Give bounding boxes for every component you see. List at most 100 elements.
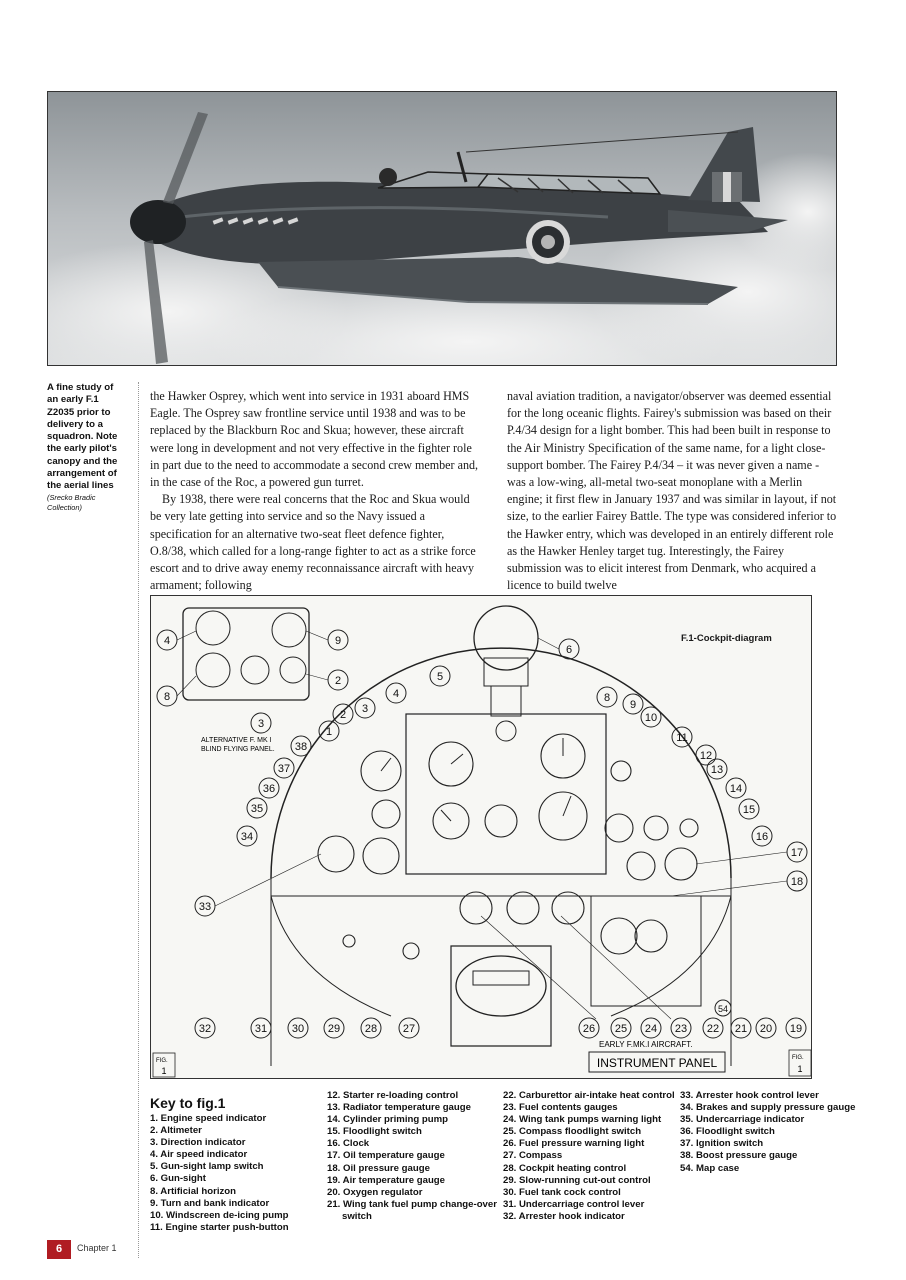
- alt-panel-note-2: BLIND FLYING PANEL.: [201, 746, 275, 753]
- article-paragraph: By 1938, there were real concerns that t…: [150, 492, 476, 593]
- key-item: 18. Oil pressure gauge: [327, 1162, 430, 1174]
- page-number: 6: [47, 1240, 71, 1259]
- alt-panel-note-1: ALTERNATIVE F. MK I: [201, 737, 272, 744]
- callout-label: 19: [790, 1023, 802, 1035]
- callout-label: 25: [615, 1023, 627, 1035]
- key-item: 15. Floodlight switch: [327, 1126, 422, 1138]
- key-item: 13. Radiator temperature gauge: [327, 1102, 471, 1114]
- callout-label: 38: [295, 741, 307, 753]
- callout-label: 26: [583, 1023, 595, 1035]
- article-column-2: naval aviation tradition, a navigator/ob…: [507, 388, 839, 594]
- key-item: 14. Cylinder priming pump: [327, 1114, 449, 1126]
- callout-label: 30: [292, 1023, 304, 1035]
- callout-label: 29: [328, 1023, 340, 1035]
- callout-label: 15: [743, 804, 755, 816]
- key-item: 10. Windscreen de-icing pump: [150, 1209, 289, 1221]
- callout-label: 14: [730, 783, 742, 795]
- callout-label: 3: [362, 703, 368, 715]
- key-item: 38. Boost pressure gauge: [680, 1150, 798, 1162]
- key-item: 1. Engine speed indicator: [150, 1113, 267, 1124]
- callout-label: 13: [711, 764, 723, 776]
- key-item: 5. Gun-sight lamp switch: [150, 1161, 264, 1173]
- callout-label: 10: [645, 712, 657, 724]
- callout-label: 20: [760, 1023, 772, 1035]
- callout-label: 18: [791, 876, 803, 888]
- callout-label: 36: [263, 783, 275, 795]
- key-item: 12. Starter re-loading control: [327, 1090, 459, 1101]
- fig-left-label: FIG.: [156, 1058, 168, 1064]
- callout-label: 8: [164, 691, 170, 703]
- cockpit-diagram: ALTERNATIVE F. MK I BLIND FLYING PANEL.: [150, 595, 812, 1079]
- callout-label: 35: [251, 803, 263, 815]
- key-item: 27. Compass: [503, 1150, 563, 1162]
- callout-label: 12: [700, 750, 712, 762]
- key-column-3: 22. Carburettor air-intake heat control …: [503, 1090, 675, 1223]
- callout-label: 23: [675, 1023, 687, 1035]
- article-paragraph: the Hawker Osprey, which went into servi…: [150, 389, 479, 490]
- key-item: 17. Oil temperature gauge: [327, 1150, 445, 1162]
- fig-right-label: FIG.: [792, 1055, 804, 1061]
- callout-label: 28: [365, 1023, 377, 1035]
- key-item: 29. Slow-running cut-out control: [503, 1174, 651, 1186]
- callout-label: 2: [335, 675, 341, 687]
- caption-credit: (Srecko Bradic Collection): [47, 492, 96, 512]
- callout-label: 5: [437, 671, 443, 683]
- callout-label: 17: [791, 847, 803, 859]
- key-title: Key to fig.1: [150, 1095, 226, 1111]
- key-item: 30. Fuel tank cock control: [503, 1186, 621, 1198]
- aircraft-photo: [47, 91, 837, 366]
- callout-label: 1: [326, 726, 332, 738]
- key-item: 24. Wing tank pumps warning light: [503, 1114, 662, 1126]
- key-item: 2. Altimeter: [150, 1125, 202, 1137]
- callout-label: 24: [645, 1023, 657, 1035]
- callout-label: 27: [403, 1023, 415, 1035]
- key-item: 34. Brakes and supply pressure gauge: [680, 1102, 856, 1114]
- callout-label: 37: [278, 763, 290, 775]
- callout-label: 8: [604, 692, 610, 704]
- caption-text: A fine study of an early F.1 Z2035 prior…: [47, 382, 118, 492]
- callout-label: 2: [340, 709, 346, 721]
- callout-label: 22: [707, 1023, 719, 1035]
- callout-label: 4: [164, 635, 170, 647]
- callout-label: 9: [335, 635, 341, 647]
- diagram-label: F.1-Cockpit-diagram: [681, 633, 772, 644]
- callout-label: 3: [258, 718, 264, 730]
- callout-label: 34: [241, 831, 253, 843]
- key-item: 32. Arrester hook indicator: [503, 1210, 625, 1222]
- callout-label: 16: [756, 831, 768, 843]
- callout-label: 4: [393, 688, 399, 700]
- aircraft-note: EARLY F.MK.I AIRCRAFT.: [599, 1040, 693, 1049]
- callout-label: 31: [255, 1023, 267, 1035]
- key-column-1: Key to fig.1 1. Engine speed indicator 2…: [150, 1094, 310, 1234]
- key-item: 19. Air temperature gauge: [327, 1174, 446, 1186]
- key-item: 37. Ignition switch: [680, 1138, 764, 1150]
- key-item: 33. Arrester hook control lever: [680, 1090, 819, 1101]
- key-column-2: 12. Starter re-loading control 13. Radia…: [327, 1090, 497, 1223]
- fig-right-number: 1: [797, 1064, 802, 1074]
- key-item: 20. Oxygen regulator: [327, 1186, 423, 1198]
- callout-label: 9: [630, 699, 636, 711]
- key-item: 26. Fuel pressure warning light: [503, 1138, 645, 1150]
- key-item: 36. Floodlight switch: [680, 1126, 775, 1138]
- article-paragraph: naval aviation tradition, a navigator/ob…: [507, 389, 837, 593]
- callout-label: 32: [199, 1023, 211, 1035]
- key-item: 6. Gun-sight: [150, 1173, 206, 1185]
- callout-label: 21: [735, 1023, 747, 1035]
- chapter-label: Chapter 1: [77, 1243, 117, 1253]
- key-item: 28. Cockpit heating control: [503, 1162, 627, 1174]
- callout-label: 11: [676, 732, 687, 744]
- key-item: 25. Compass floodlight switch: [503, 1126, 642, 1138]
- fig-left-number: 1: [161, 1066, 166, 1076]
- callout-label: 33: [199, 901, 211, 913]
- key-item: 4. Air speed indicator: [150, 1149, 248, 1161]
- key-item: 31. Undercarriage control lever: [503, 1198, 645, 1210]
- key-item: 54. Map case: [680, 1162, 740, 1174]
- key-item: 3. Direction indicator: [150, 1137, 246, 1149]
- key-column-4: 33. Arrester hook control lever 34. Brak…: [680, 1090, 860, 1175]
- key-item: 9. Turn and bank indicator: [150, 1197, 270, 1209]
- key-item: 23. Fuel contents gauges: [503, 1102, 618, 1114]
- key-item: 21. Wing tank fuel pump change-over swit…: [327, 1198, 497, 1222]
- callout-label: 6: [566, 644, 572, 656]
- key-item: 22. Carburettor air-intake heat control: [503, 1090, 675, 1101]
- column-divider: [138, 382, 139, 1258]
